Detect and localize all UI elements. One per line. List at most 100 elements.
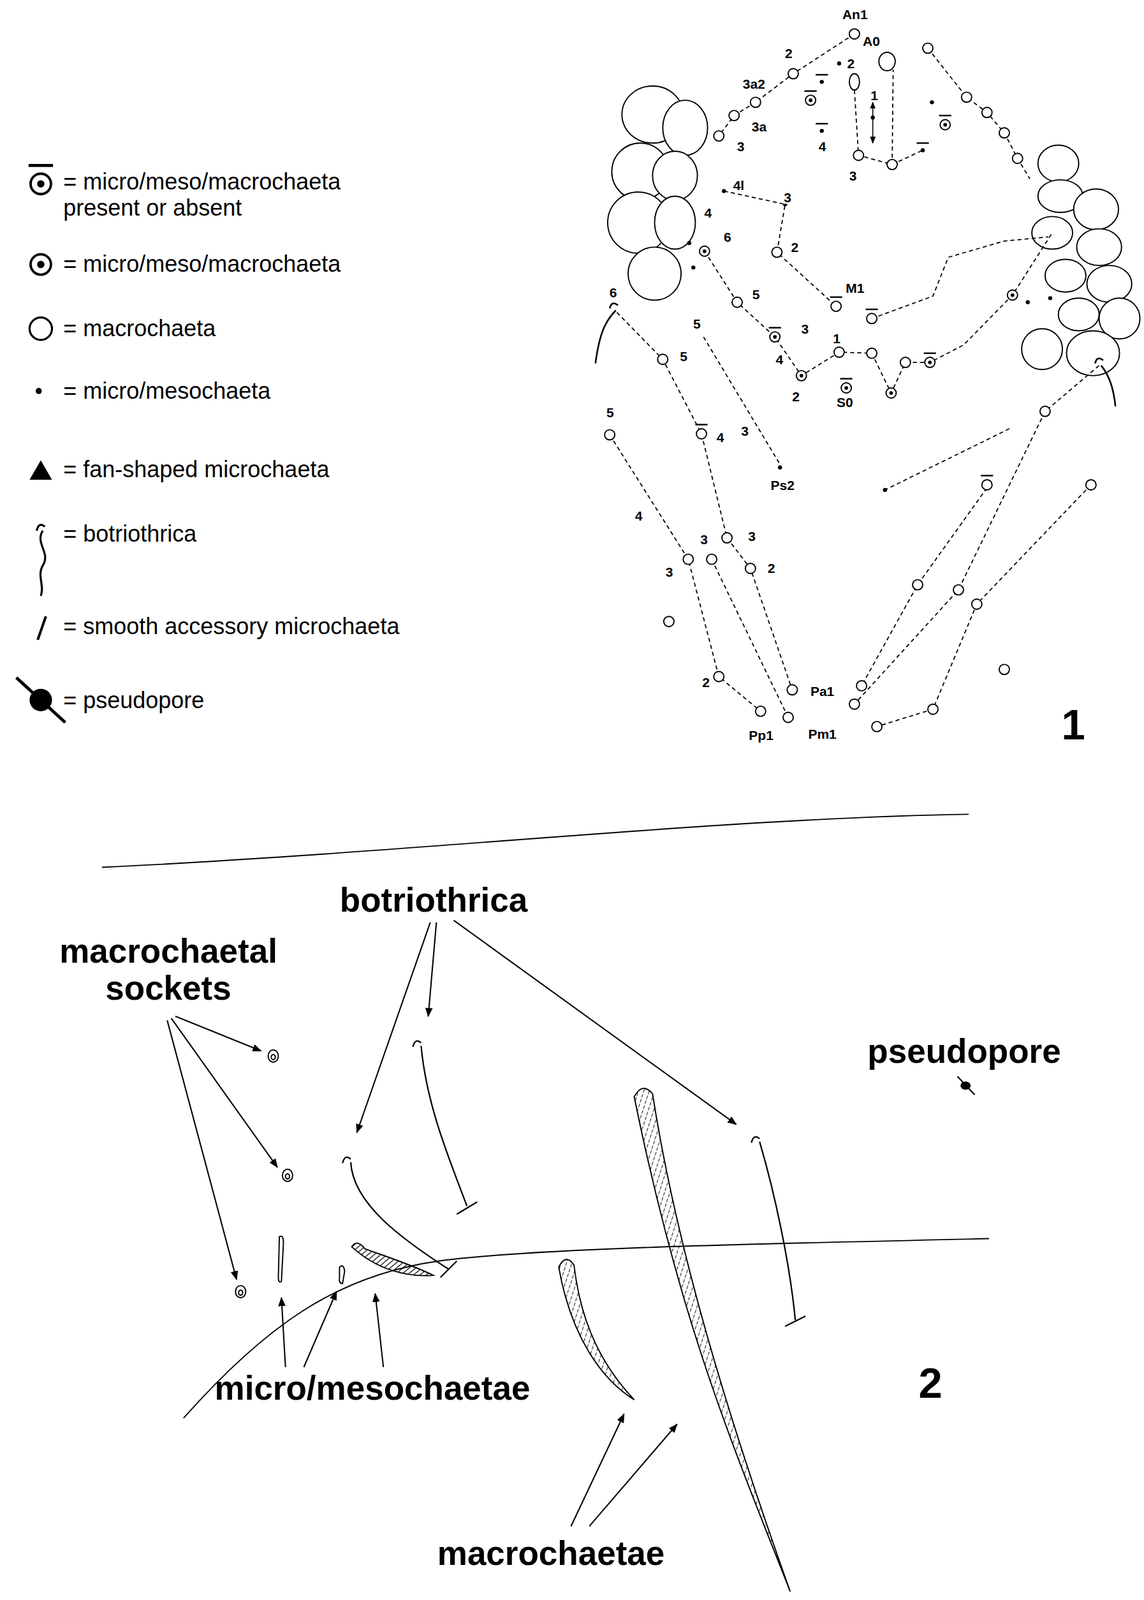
leader-arrow xyxy=(374,1293,384,1367)
macrochaetal-socket xyxy=(282,1168,293,1181)
chaeta-label: 1 xyxy=(832,330,842,345)
eye-patch xyxy=(1066,330,1120,375)
legend-entry: = fan-shaped microchaeta xyxy=(63,455,330,483)
eye-patch xyxy=(1076,228,1122,266)
legend-symbol xyxy=(35,387,43,395)
chaeta-label: Ps2 xyxy=(770,478,796,492)
chaetal-row xyxy=(609,434,761,712)
botriothrix xyxy=(784,1315,806,1326)
botriothrix xyxy=(595,302,618,363)
legend-symbol xyxy=(29,317,52,340)
structure-label: micro/mesochaetae xyxy=(214,1369,531,1407)
botriothrix xyxy=(1094,358,1116,407)
chaeta-label: 5 xyxy=(605,405,615,419)
chaetal-row xyxy=(609,33,1099,727)
chaetal-row xyxy=(616,312,792,690)
eye-patch xyxy=(1038,144,1079,182)
chaeta-symbol xyxy=(927,704,939,715)
chaeta-symbol xyxy=(999,663,1010,675)
chaeta-label: 5 xyxy=(751,286,761,301)
legend-entry: = smooth accessory microchaeta xyxy=(63,612,400,639)
chaeta-symbol xyxy=(750,96,761,108)
chaeta-symbol xyxy=(971,598,983,609)
leader-arrow xyxy=(281,1297,286,1367)
chaeta-label: 4 xyxy=(818,139,828,153)
chaeta-symbol xyxy=(830,297,843,312)
eye-patch xyxy=(652,151,697,201)
macrochaetal-socket xyxy=(235,1284,246,1298)
pseudopore-mark xyxy=(957,1075,975,1095)
chaeta-symbol xyxy=(924,353,937,368)
chaeta-symbol xyxy=(786,684,798,695)
chaeta-symbol xyxy=(777,465,782,470)
chaeta-label: 3 xyxy=(848,168,858,183)
chaeta-symbol xyxy=(834,346,845,358)
legend-symbol xyxy=(29,688,52,712)
chaeta-symbol xyxy=(657,353,668,365)
chaeta-label: 2 xyxy=(790,240,800,254)
macrochaetal-socket xyxy=(285,1173,290,1179)
chaeta-symbol xyxy=(999,127,1010,138)
chaeta-symbol xyxy=(982,107,993,118)
chaeta-label: 4l xyxy=(732,177,746,192)
chaeta-symbol xyxy=(745,563,756,574)
leader-arrow xyxy=(570,1413,624,1526)
chaeta-symbol xyxy=(953,584,964,595)
chaeta-symbol xyxy=(1040,406,1051,417)
chaeta-label: 2 xyxy=(701,674,711,689)
botriothrix xyxy=(413,1040,468,1206)
leader-arrow xyxy=(357,922,431,1132)
chaeta-label: 2 xyxy=(791,388,801,403)
eye-patch xyxy=(662,100,708,155)
chaeta-symbol xyxy=(1085,479,1097,490)
eye-patch xyxy=(1021,328,1063,370)
structure-label: macrochaetae xyxy=(437,1534,665,1572)
chaeta-symbol xyxy=(1048,295,1053,300)
chaetal-row xyxy=(704,232,1053,393)
chaeta-symbol xyxy=(804,91,817,106)
leader-arrow xyxy=(175,1015,261,1051)
chaeta-symbol xyxy=(713,671,724,682)
chaeta-label: 3 xyxy=(740,424,750,438)
chaeta-label: 2 xyxy=(784,46,794,60)
chaeta-symbol xyxy=(865,309,878,324)
chaeta-symbol xyxy=(840,378,853,393)
legend-symbol xyxy=(30,254,52,275)
chaeta-symbol xyxy=(866,348,877,359)
chaeta-label: 3a xyxy=(751,119,768,134)
chaeta-symbol xyxy=(732,297,743,308)
legend-entry: = botriothrica xyxy=(63,520,197,547)
chaeta-symbol xyxy=(1012,153,1023,164)
chaeta-symbol xyxy=(849,28,860,39)
botriothrix xyxy=(440,1260,458,1278)
chaeta-label: 4 xyxy=(716,429,726,444)
chaeta-symbol xyxy=(695,424,708,439)
macrochaetal-socket xyxy=(235,1049,293,1298)
legend-symbol xyxy=(36,524,46,597)
chaeta-symbol xyxy=(604,429,615,440)
chaeta-symbol xyxy=(691,265,696,270)
chaeta-symbol xyxy=(939,115,952,130)
macrochaeta xyxy=(634,1087,791,1592)
chaeta-symbol xyxy=(721,532,733,543)
leader-arrow xyxy=(428,922,437,1016)
legend-symbol xyxy=(28,165,53,194)
chaetal-row xyxy=(876,484,1092,727)
leader-arrow xyxy=(454,920,737,1125)
leader-arrow xyxy=(303,1291,337,1367)
legend-entry: = macrochaeta xyxy=(63,315,216,342)
chaeta-label: 4 xyxy=(634,508,644,523)
chaeta-label: 3 xyxy=(747,529,757,543)
chaeta-label: 1 xyxy=(869,88,879,102)
chaeta-label: 5 xyxy=(679,349,689,363)
chaeta-symbol xyxy=(699,246,710,257)
leader-arrow xyxy=(167,1019,237,1279)
legend-entry: = micro/meso/macrochaeta present or abse… xyxy=(63,168,370,222)
eye-patch xyxy=(1045,259,1086,293)
botriothrix xyxy=(342,1156,449,1269)
chaeta-symbol xyxy=(783,711,794,722)
chaeta-symbol xyxy=(721,188,726,193)
chaeta-symbol xyxy=(849,73,860,91)
chaeta-symbol xyxy=(706,554,717,565)
